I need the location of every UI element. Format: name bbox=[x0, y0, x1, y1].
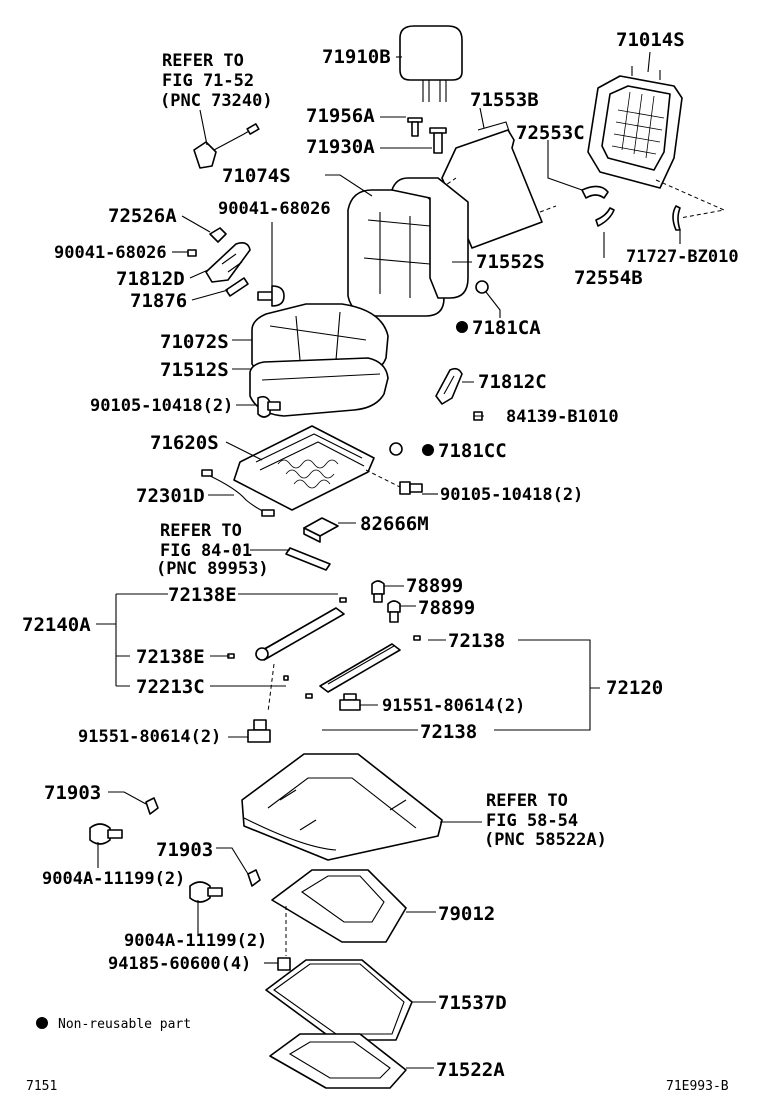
seat-adjuster-rails-drawing bbox=[227, 597, 421, 713]
refer-73240-line1: REFER TO bbox=[162, 51, 244, 71]
refer-73240-line3: (PNC 73240) bbox=[160, 91, 273, 111]
part-71553B: 71553B bbox=[470, 89, 539, 111]
part-71956A: 71956A bbox=[306, 105, 375, 127]
part-72553C: 72553C bbox=[516, 122, 585, 144]
part-79012: 79012 bbox=[438, 903, 495, 925]
headrest-drawing bbox=[396, 25, 463, 102]
refer-58522A-line3: (PNC 58522A) bbox=[484, 830, 607, 850]
connector-82666m-drawing bbox=[303, 517, 356, 543]
seat-pan-drawing bbox=[241, 753, 482, 861]
part-72140A: 72140A bbox=[22, 614, 91, 636]
part-91551-80614-right: 91551-80614(2) bbox=[382, 696, 525, 716]
part-84139-B1010: 84139-B1010 bbox=[506, 407, 619, 427]
part-71727-BZ010: 71727-BZ010 bbox=[626, 247, 739, 267]
part-72138-bottom: 72138 bbox=[420, 721, 477, 743]
bottom-cover-drawing bbox=[269, 1033, 434, 1089]
part-72120: 72120 bbox=[606, 677, 663, 699]
part-7181CA: 7181CA bbox=[472, 317, 541, 339]
part-71903-mid: 71903 bbox=[156, 839, 213, 861]
seatback-cushion-drawing bbox=[325, 174, 472, 317]
refer-89953-line2: FIG 84-01 bbox=[160, 541, 252, 561]
reclining-lever-drawing bbox=[172, 215, 251, 301]
non-reusable-marker-7181cc bbox=[422, 444, 434, 456]
part-71512S: 71512S bbox=[160, 359, 229, 381]
seat-lower-cover-drawing bbox=[271, 869, 436, 956]
bolt-90041-drawing bbox=[257, 222, 285, 307]
part-90105-10418-left: 90105-10418(2) bbox=[90, 396, 233, 416]
part-71072S: 71072S bbox=[160, 331, 229, 353]
part-72526A: 72526A bbox=[108, 205, 177, 227]
refer-73240-line2: FIG 71-52 bbox=[162, 71, 254, 91]
non-reusable-marker-7181ca bbox=[456, 321, 468, 333]
seatbelt-buckle-drawing bbox=[193, 109, 260, 169]
part-71910B: 71910B bbox=[322, 46, 391, 68]
part-90041-68026-left: 90041-68026 bbox=[54, 243, 167, 263]
bolt-90105-right-drawing bbox=[399, 481, 438, 495]
side-cover-drawing bbox=[435, 367, 484, 421]
legend-text: Non-reusable part bbox=[58, 1017, 191, 1032]
part-71903-top: 71903 bbox=[44, 782, 101, 804]
callout-labels: REFER TO FIG 71-52 (PNC 73240) 71910B 71… bbox=[22, 29, 739, 1081]
seat-frame-drawing bbox=[225, 425, 407, 511]
group-brackets bbox=[96, 593, 600, 731]
refer-89953-line1: REFER TO bbox=[160, 521, 242, 541]
part-7181CC: 7181CC bbox=[438, 440, 507, 462]
part-72138E-mid: 72138E bbox=[136, 646, 205, 668]
part-71812C: 71812C bbox=[478, 371, 547, 393]
part-72138E-top: 72138E bbox=[168, 584, 237, 606]
part-71537D: 71537D bbox=[438, 992, 507, 1014]
part-91551-80614-left: 91551-80614(2) bbox=[78, 727, 221, 747]
headrest-guides-drawing bbox=[380, 116, 447, 154]
legend-marker bbox=[36, 1017, 48, 1029]
part-72554B: 72554B bbox=[574, 267, 643, 289]
part-9004A-11199-bottom: 9004A-11199(2) bbox=[124, 931, 267, 951]
bolts-78899-drawing bbox=[371, 580, 416, 623]
part-71876: 71876 bbox=[130, 290, 187, 312]
part-72301D: 72301D bbox=[136, 485, 205, 507]
refer-58522A-line1: REFER TO bbox=[486, 791, 568, 811]
part-71930A: 71930A bbox=[306, 136, 375, 158]
part-72213C: 72213C bbox=[136, 676, 205, 698]
seat-cushion-drawing bbox=[232, 303, 389, 417]
part-71074S: 71074S bbox=[222, 165, 291, 187]
part-94185-60600: 94185-60600(4) bbox=[108, 954, 251, 974]
module-89953-drawing bbox=[250, 547, 331, 571]
part-71812D: 71812D bbox=[116, 268, 185, 290]
release-cable-drawing bbox=[201, 469, 275, 517]
part-9004A-11199-top: 9004A-11199(2) bbox=[42, 869, 185, 889]
clip-7181ca-drawing bbox=[475, 280, 501, 318]
part-90041-68026-top: 90041-68026 bbox=[218, 199, 331, 219]
recliner-covers-drawing bbox=[547, 140, 681, 258]
part-72138-top: 72138 bbox=[448, 630, 505, 652]
bolts-91551-drawing bbox=[228, 693, 378, 743]
page-code: 7151 bbox=[26, 1079, 57, 1094]
refer-89953-line3: (PNC 89953) bbox=[156, 559, 269, 579]
seatback-frame-drawing bbox=[587, 51, 726, 219]
part-71522A: 71522A bbox=[436, 1059, 505, 1081]
nut-94185-drawing bbox=[264, 957, 291, 971]
part-78899-a: 78899 bbox=[406, 575, 463, 597]
part-82666M: 82666M bbox=[360, 513, 429, 535]
part-71552S: 71552S bbox=[476, 251, 545, 273]
refer-58522A-line2: FIG 58-54 bbox=[486, 811, 578, 831]
part-90105-10418-right: 90105-10418(2) bbox=[440, 485, 583, 505]
bolt-90105-left-drawing bbox=[236, 395, 281, 418]
part-71620S: 71620S bbox=[150, 432, 219, 454]
part-78899-b: 78899 bbox=[418, 597, 475, 619]
clip-7181cc-drawing bbox=[389, 442, 403, 456]
clips-bolts-drawing bbox=[89, 791, 261, 936]
figure-code: 71E993-B bbox=[666, 1079, 729, 1094]
part-71014S: 71014S bbox=[616, 29, 685, 51]
seal-71537d-drawing bbox=[265, 959, 436, 1041]
